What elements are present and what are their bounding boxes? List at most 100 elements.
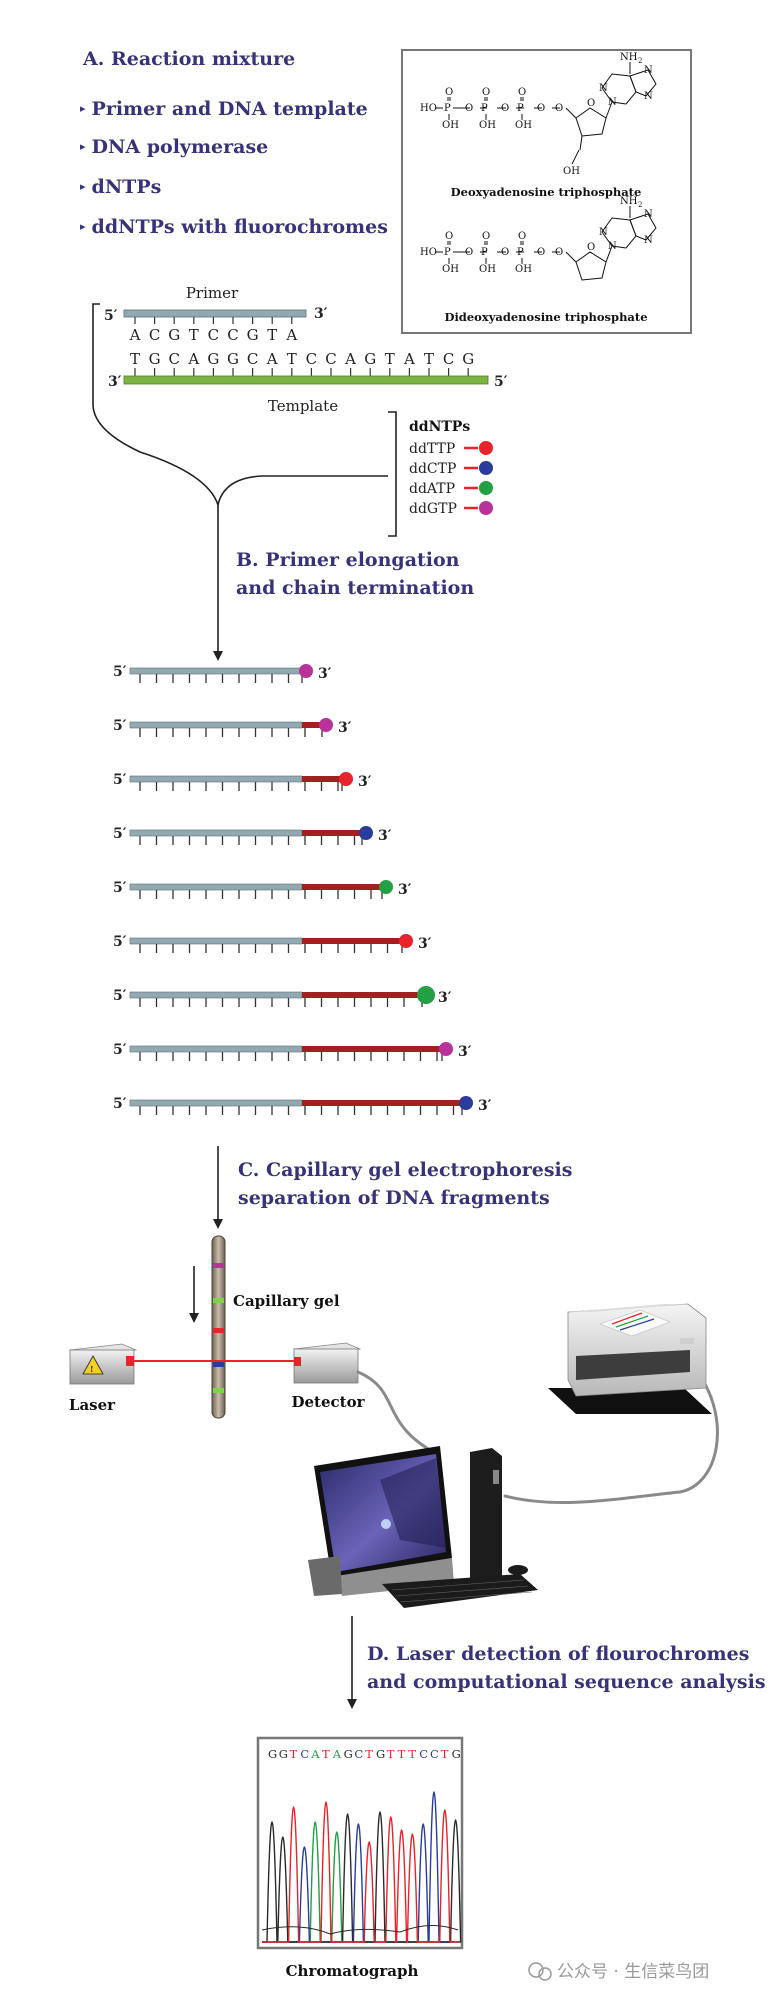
svg-text:HO: HO	[420, 247, 437, 258]
fragment-five-prime: 5′	[113, 1042, 127, 1058]
primer-base: T	[267, 326, 277, 344]
svg-text:N: N	[644, 65, 653, 76]
dideoxy-label: Dideoxyadenosine triphosphate	[444, 310, 647, 324]
chromatogram-base: T	[365, 1747, 373, 1761]
fragment: 5′3′	[113, 934, 432, 953]
band	[213, 1298, 224, 1303]
chromatogram-base: T	[408, 1747, 416, 1761]
fragment-primer-part	[129, 721, 303, 729]
svg-text:P: P	[481, 247, 488, 258]
fragment-three-prime: 3′	[378, 828, 392, 844]
fragment-five-prime: 5′	[113, 826, 127, 842]
fragment-three-prime: 3′	[338, 720, 352, 736]
template-strand	[123, 375, 489, 385]
template-base: A	[266, 350, 278, 368]
template-base: C	[443, 350, 454, 368]
chromatogram-traces	[261, 1791, 462, 1943]
fragment-three-prime: 3′	[458, 1044, 472, 1060]
template-ticks	[134, 368, 469, 376]
primer-strand	[123, 309, 307, 318]
fragment-primer-part	[129, 883, 303, 891]
chromatogram-base: C	[430, 1747, 439, 1761]
svg-text:N: N	[608, 241, 617, 252]
primer-base: A	[129, 326, 141, 344]
primer-label: Primer	[186, 284, 239, 302]
chromatogram-trace	[262, 1791, 458, 1943]
svg-text:N: N	[644, 209, 653, 220]
svg-text:P: P	[444, 103, 451, 114]
svg-text:O: O	[482, 87, 490, 98]
fragment: 5′3′	[113, 664, 332, 683]
chromatogram-base: T	[322, 1747, 330, 1761]
svg-text:NH: NH	[620, 196, 638, 207]
fragment-five-prime: 5′	[113, 880, 127, 896]
watermark: 公众号 · 生信菜鸟团	[528, 1962, 709, 1982]
svg-text:N: N	[599, 227, 608, 238]
band	[213, 1263, 224, 1268]
fragment-three-prime: 3′	[478, 1098, 492, 1114]
chromatogram-base: G	[279, 1747, 288, 1761]
svg-text:O: O	[587, 98, 595, 109]
terminal-ddntp-dot	[399, 934, 413, 948]
chromatogram-base: T	[441, 1747, 449, 1761]
fragment: 5′ 3′	[113, 1042, 472, 1061]
svg-text:OH: OH	[563, 166, 580, 177]
band	[213, 1328, 224, 1333]
template-base: C	[168, 350, 179, 368]
chromatogram-base: C	[354, 1747, 363, 1761]
terminal-ddntp-dot	[459, 1096, 473, 1110]
svg-text:OH: OH	[515, 120, 532, 131]
svg-text:O: O	[501, 103, 509, 114]
dideoxy-atom-labels: HO P P P O O O O O O O OH OH OH O N N N …	[420, 196, 653, 275]
svg-text:O: O	[501, 247, 509, 258]
terminal-ddntp-dot	[379, 880, 393, 894]
terminal-ddntp-dot	[359, 826, 373, 840]
primer-base: C	[227, 326, 238, 344]
deoxyadenosine-triphosphate-structure	[435, 62, 657, 165]
primer-base: G	[247, 326, 259, 344]
template-base: G	[207, 350, 219, 368]
chromatogram-base: T	[398, 1747, 406, 1761]
svg-text:OH: OH	[479, 264, 496, 275]
svg-text:NH: NH	[620, 52, 638, 63]
section-c-line1: C. Capillary gel electrophoresis	[238, 1159, 573, 1181]
svg-text:OH: OH	[479, 120, 496, 131]
warning-icon	[82, 1355, 104, 1375]
template-label: Template	[268, 397, 338, 415]
svg-text:N: N	[644, 235, 653, 246]
band	[213, 1362, 224, 1367]
laser-box: !	[68, 1343, 138, 1385]
template-base: C	[325, 350, 336, 368]
chromatogram-base: C	[419, 1747, 428, 1761]
ddntps-title: ddNTPs	[409, 419, 470, 435]
primer-three-prime: 3′	[314, 306, 328, 322]
fragment: 5′ 3′	[113, 826, 392, 845]
section-d-line1: D. Laser detection of flourochromes	[367, 1643, 750, 1665]
fragment-primer-part	[129, 775, 303, 783]
fragment-primer-part	[129, 1099, 303, 1107]
primer-ticks	[134, 317, 293, 324]
fragment-extension	[302, 884, 382, 890]
reagent-item: Primer and DNA template	[80, 98, 368, 120]
template-five-prime: 5′	[494, 374, 508, 390]
template-base: A	[187, 350, 199, 368]
terminal-ddntp-dot	[319, 718, 333, 732]
ddntp-dot	[479, 441, 493, 455]
template-base: G	[364, 350, 376, 368]
fragment: 5′3′	[113, 880, 412, 899]
fragment-five-prime: 5′	[113, 1096, 127, 1112]
section-c-line2: separation of DNA fragments	[238, 1187, 550, 1209]
deoxy-atom-labels: HO P P P O O O O O O O OH OH OH O OH N N…	[420, 52, 653, 177]
svg-text:P: P	[517, 247, 524, 258]
ddntp-label: ddTTP	[409, 441, 455, 457]
fragment-primer-part	[129, 991, 303, 999]
ddntp-label: ddATP	[409, 481, 455, 497]
primer-base: C	[208, 326, 219, 344]
template-three-prime: 3′	[108, 374, 122, 390]
svg-text:O: O	[465, 103, 473, 114]
fragment-three-prime: 3′	[358, 774, 372, 790]
primer-base: C	[149, 326, 160, 344]
template-base: C	[306, 350, 317, 368]
chromatogram-base: C	[300, 1747, 309, 1761]
